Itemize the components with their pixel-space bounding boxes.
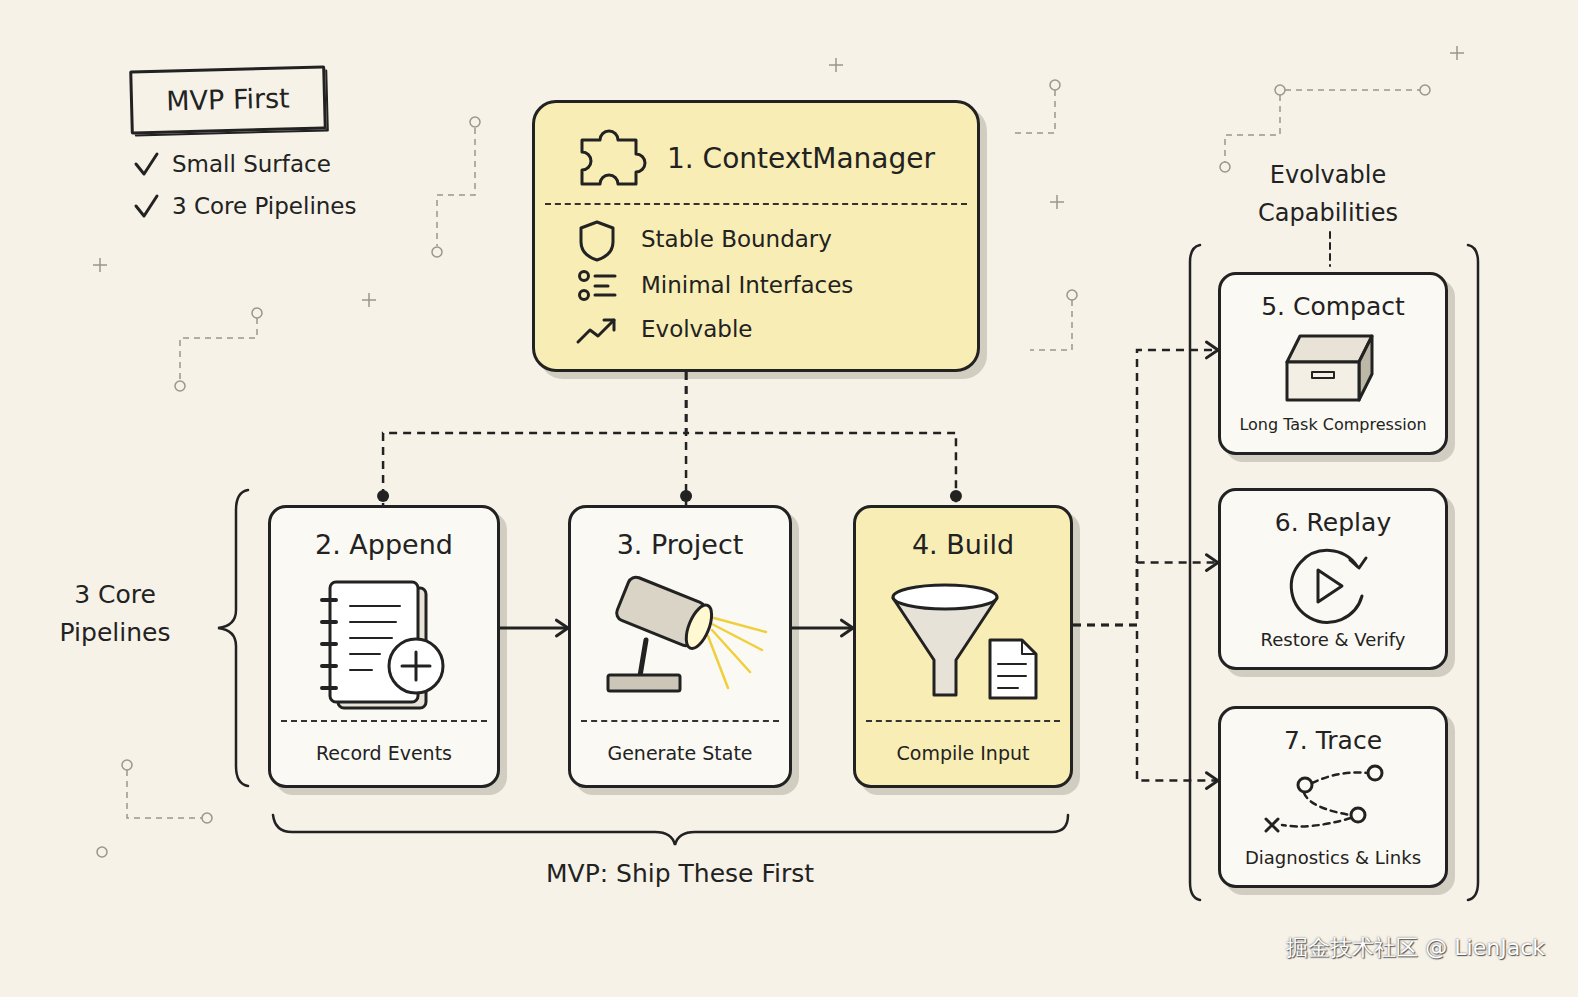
connector-line bbox=[792, 627, 853, 630]
connector bbox=[1073, 555, 1218, 625]
junction-dot bbox=[950, 490, 962, 502]
node-title: MVP First bbox=[133, 81, 324, 120]
connector-line bbox=[686, 372, 956, 505]
connector-line bbox=[1073, 625, 1218, 781]
annotation: 3 Core Pipelines bbox=[40, 576, 190, 652]
arrow-head bbox=[1206, 555, 1218, 571]
node-title: 6. Replay bbox=[1221, 507, 1445, 538]
node-title: 7. Trace bbox=[1221, 725, 1445, 756]
arrow-head bbox=[1206, 342, 1218, 358]
arrow-head bbox=[841, 620, 853, 636]
connector bbox=[377, 372, 686, 505]
stage-box: 2. AppendRecord Events bbox=[268, 505, 500, 788]
annotation: Evolvable Capabilities bbox=[1228, 156, 1428, 232]
node-text: Stable Boundary bbox=[641, 225, 961, 254]
check-marks bbox=[136, 154, 157, 216]
connector bbox=[1073, 342, 1218, 625]
connector-line bbox=[383, 372, 686, 505]
tag-box: MVP First bbox=[129, 65, 327, 134]
watermark: 掘金技术社区 @ LienJack bbox=[1180, 934, 1545, 962]
connector bbox=[792, 620, 853, 636]
connector-line bbox=[685, 372, 688, 505]
core-box: 1. ContextManagerStable BoundaryMinimal … bbox=[532, 100, 980, 372]
divider-line bbox=[581, 720, 779, 722]
node-text: Minimal Interfaces bbox=[641, 271, 961, 300]
node-text: Compile Input bbox=[856, 742, 1070, 766]
node-title: 3. Project bbox=[571, 528, 789, 562]
stage-box: 6. ReplayRestore & Verify bbox=[1218, 488, 1448, 670]
arrow-head bbox=[556, 620, 568, 636]
divider-line bbox=[281, 720, 487, 722]
stage-box: 5. CompactLong Task Compression bbox=[1218, 272, 1448, 455]
stage-box: 4. BuildCompile Input bbox=[853, 505, 1073, 788]
node-title: 5. Compact bbox=[1221, 291, 1445, 322]
node-title: 4. Build bbox=[856, 528, 1070, 562]
node-text: Restore & Verify bbox=[1221, 629, 1445, 652]
node-text: Diagnostics & Links bbox=[1221, 847, 1445, 870]
connector-line bbox=[1073, 350, 1218, 625]
junction-dot bbox=[680, 490, 692, 502]
connector bbox=[680, 372, 692, 505]
junction-dot bbox=[377, 490, 389, 502]
node-text: Evolvable bbox=[641, 315, 961, 344]
arrow-head bbox=[1206, 773, 1218, 789]
divider-line bbox=[545, 203, 967, 205]
stage-box: 7. TraceDiagnostics & Links bbox=[1218, 706, 1448, 888]
node-title: 2. Append bbox=[271, 528, 497, 562]
connector bbox=[1073, 625, 1218, 789]
connector bbox=[500, 620, 568, 636]
connector bbox=[686, 372, 962, 505]
connector-line bbox=[1073, 563, 1218, 625]
annotation: 3 Core Pipelines bbox=[172, 192, 432, 221]
node-text: Record Events bbox=[271, 742, 497, 766]
stage-box: 3. ProjectGenerate State bbox=[568, 505, 792, 788]
node-text: Generate State bbox=[571, 742, 789, 766]
node-text: Long Task Compression bbox=[1221, 415, 1445, 435]
annotation: Small Surface bbox=[172, 150, 432, 179]
connector-line bbox=[500, 627, 568, 630]
annotation: MVP: Ship These First bbox=[500, 858, 860, 889]
node-title: 1. ContextManager bbox=[667, 141, 967, 176]
divider-line bbox=[866, 720, 1060, 722]
